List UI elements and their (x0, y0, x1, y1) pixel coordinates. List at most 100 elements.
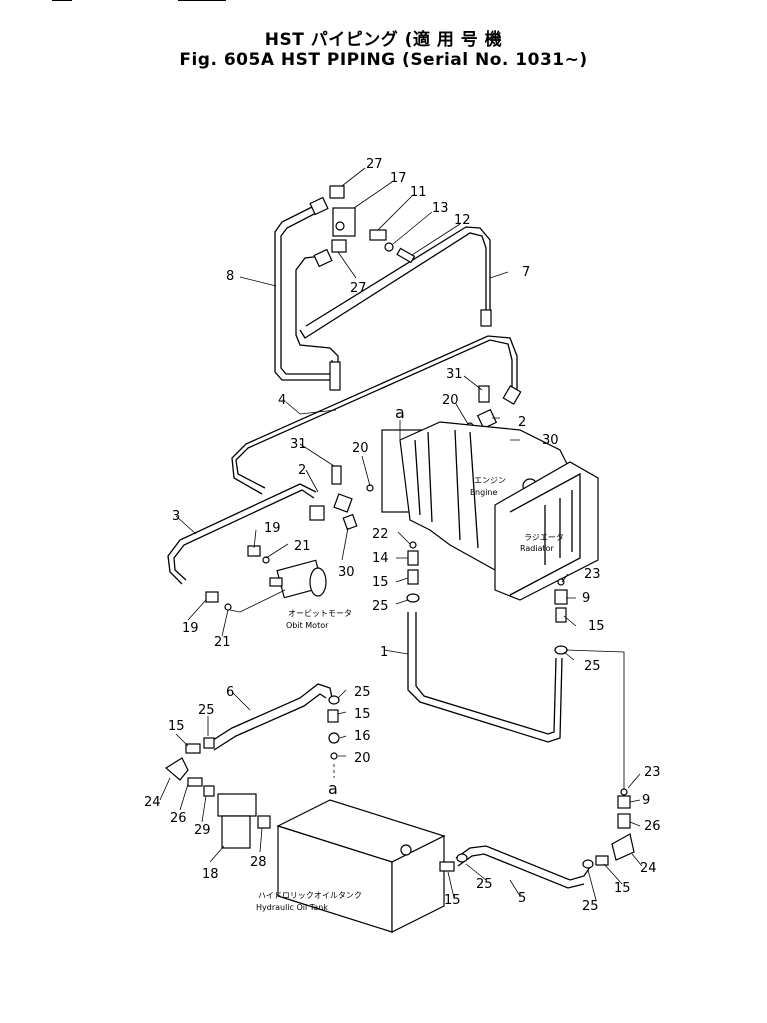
callout-29: 29 (194, 823, 211, 838)
fitting-19-left (205, 591, 219, 603)
fitting-27-bottom (331, 239, 347, 253)
callout-17: 17 (390, 171, 407, 186)
fitting-28 (257, 815, 271, 829)
motor-port-line (229, 589, 286, 613)
hose-4-inner (231, 335, 518, 495)
hose-6 (209, 683, 333, 743)
hose-5 (455, 845, 593, 881)
hose-7-fitting (480, 309, 492, 327)
callout-25-column: 25 (354, 685, 371, 700)
callout-23-upper: 23 (584, 567, 601, 582)
valve-17 (332, 207, 356, 237)
callout-15-radiator: 15 (588, 619, 605, 634)
seal-21-right (262, 556, 270, 564)
clamp-25-tank (456, 853, 468, 863)
callout-2-right: 2 (518, 415, 526, 430)
elbow-2-right (476, 408, 498, 430)
callout-3: 3 (172, 509, 180, 524)
hose-7-end-fitting (313, 248, 333, 268)
leaders (159, 167, 643, 901)
hose-4 (235, 339, 513, 489)
tank-cap (400, 844, 412, 856)
title-japanese: HST パイピング (適 用 号 機 (264, 30, 503, 50)
callout-20-column: 20 (354, 751, 371, 766)
fitting-15-column (327, 709, 339, 723)
top-rule-left (52, 0, 72, 1)
fitting-31-right (478, 385, 490, 403)
callout-24-left: 24 (144, 795, 161, 810)
fitting-14 (407, 550, 419, 566)
fitting-26-left (187, 777, 203, 787)
callout-28: 28 (250, 855, 267, 870)
tank-side (391, 835, 445, 933)
tank-label-en: Hydraulic Oil Tank (256, 903, 328, 912)
callout-25-left: 25 (198, 703, 215, 718)
seal-23-lower (620, 788, 628, 796)
clamp-25-upper (406, 593, 420, 603)
callout-30-right: 30 (542, 433, 559, 448)
clamp-25-right-lower (582, 859, 594, 869)
callout-22: 22 (372, 527, 389, 542)
top-rule-right (178, 0, 226, 1)
elbow-2-left-b (309, 505, 325, 521)
callout-1: 1 (380, 645, 388, 660)
clamp-25-column (328, 695, 340, 705)
elbow-24-right (611, 833, 635, 861)
bracket-11 (369, 229, 387, 241)
elbow-24-left (164, 757, 189, 781)
callout-16: 16 (354, 729, 371, 744)
radiator-label-en: Radiator (520, 544, 555, 553)
callout-21-right: 21 (294, 539, 311, 554)
hose-1-inner (415, 612, 557, 735)
hose-4-fitting (502, 385, 522, 405)
motor-label-jp: オービットモータ (288, 609, 352, 618)
hose-3-inner (173, 489, 315, 581)
plug-30-left (342, 513, 358, 531)
callout-6: 6 (226, 685, 234, 700)
fitting-31-left (329, 361, 341, 391)
filter-18 (217, 793, 257, 849)
callout-27-bottom: 27 (350, 281, 367, 296)
callout-2-left: 2 (298, 463, 306, 478)
hose-3 (167, 483, 317, 585)
orbit-motor (269, 559, 327, 599)
hose-8-end-fitting (309, 196, 329, 216)
fitting-9-lower (617, 795, 631, 809)
engine-ribs (414, 429, 479, 549)
callout-25-tank: 25 (476, 877, 493, 892)
callout-20-right: 20 (442, 393, 459, 408)
washer-13 (384, 242, 394, 252)
connector-a-bottom: a (328, 779, 338, 798)
motor-end (309, 567, 327, 597)
fitting-27-top (329, 185, 345, 199)
fitting-15-tank (439, 861, 455, 872)
callout-12: 12 (454, 213, 471, 228)
callout-30-left: 30 (338, 565, 355, 580)
motor-shaft (269, 577, 283, 587)
fitting-31-left-b (331, 465, 342, 485)
radiator-label-jp: ラジエータ (524, 533, 564, 542)
fitting-16-column (328, 732, 340, 744)
callout-15-engine: 15 (372, 575, 389, 590)
filter-head (217, 793, 257, 817)
callout-15-right-lower: 15 (614, 881, 631, 896)
hydraulic-oil-tank (276, 799, 446, 933)
radiator-side (509, 472, 581, 596)
title-english: Fig. 605A HST PIPING (Serial No. 1031~) (179, 50, 588, 70)
elbow-2-left (333, 493, 353, 513)
engine-label-jp: エンジン (474, 476, 506, 485)
motor-label-en: Obit Motor (286, 621, 329, 630)
seal-20-column (330, 752, 338, 760)
fitting-26-right (617, 813, 631, 829)
callout-31-right: 31 (446, 367, 463, 382)
callout-7: 7 (522, 265, 530, 280)
callout-8: 8 (226, 269, 234, 284)
clamp-25-left (203, 737, 215, 749)
callout-15-tank: 15 (444, 893, 461, 908)
radiator-core (544, 490, 573, 565)
callout-21-left: 21 (214, 635, 231, 650)
callout-14: 14 (372, 551, 389, 566)
fitting-15-upper (407, 569, 419, 585)
radiator (494, 461, 599, 601)
